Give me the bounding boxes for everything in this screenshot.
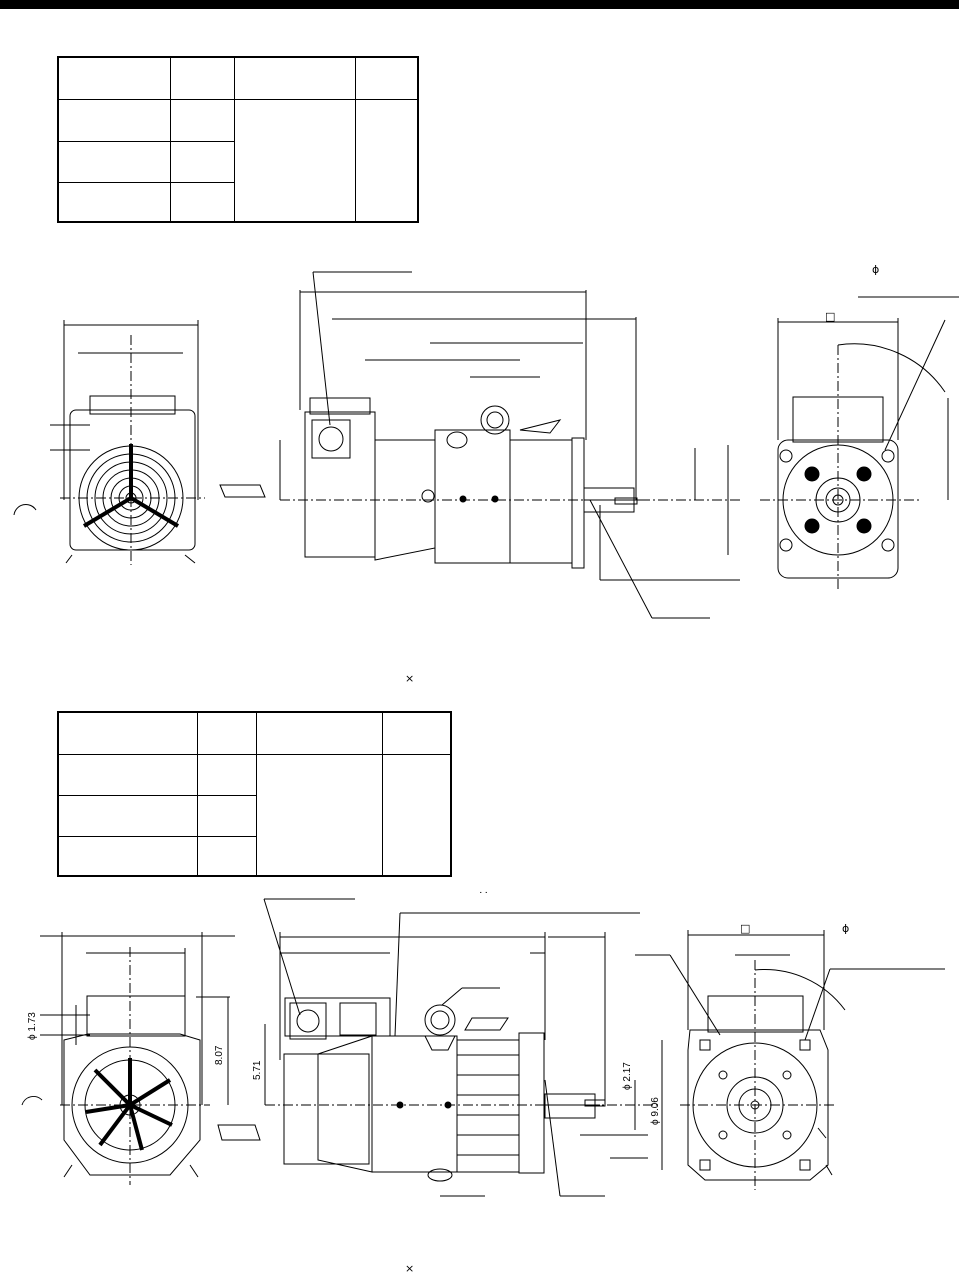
square-symbol: □ <box>825 310 836 323</box>
table2-cell <box>197 753 257 796</box>
table1-cell <box>170 98 235 142</box>
tick-marks: ˙˙ <box>478 890 489 903</box>
table1-header-cell <box>170 56 235 100</box>
table1-header-cell <box>57 56 171 100</box>
header-rule <box>0 0 959 9</box>
table1-cell <box>170 140 235 183</box>
table2-cell <box>57 835 198 877</box>
table1-merged-cell <box>234 98 356 223</box>
table2-header-cell <box>382 711 452 755</box>
phi-symbol: ϕ <box>842 922 850 935</box>
table1-cell <box>170 181 235 223</box>
drawing1-front-view <box>760 296 959 590</box>
square-symbol: □ <box>740 922 751 935</box>
times-symbol: × <box>405 672 415 685</box>
table1-cell <box>57 181 171 223</box>
table1-merged-cell <box>355 98 419 223</box>
drawing1-side-view <box>279 271 740 619</box>
rotation-arrow-icon <box>13 504 37 516</box>
table2-cell <box>197 835 257 877</box>
table2-merged-cell <box>256 753 383 877</box>
table1-cell <box>57 98 171 142</box>
phi-symbol: ϕ <box>872 263 880 276</box>
dim-side-height: 5.71 <box>252 1060 263 1080</box>
drawing1-rear-view <box>13 320 266 565</box>
rotation-arrow-icon <box>21 1096 43 1106</box>
drawing2-rear-view: ϕ 1.73 8.07 <box>21 932 261 1185</box>
table2-header-cell <box>57 711 198 755</box>
spec-table-1 <box>57 56 419 223</box>
spec-table-2 <box>57 711 452 877</box>
dim-rear-phi: ϕ 1.73 <box>27 1012 38 1040</box>
drawing2-side-view: 5.71 ϕ 2.17 ϕ 9.06 <box>252 898 663 1197</box>
dim-flange-dia: ϕ 9.06 <box>650 1097 661 1125</box>
dim-shaft-dia: ϕ 2.17 <box>622 1062 633 1090</box>
table2-header-cell <box>256 711 383 755</box>
table1-cell <box>57 140 171 183</box>
drawing2-front-view <box>635 930 945 1190</box>
table2-merged-cell <box>382 753 452 877</box>
times-symbol: × <box>405 1262 415 1275</box>
dim-rear-height: 8.07 <box>214 1045 225 1065</box>
